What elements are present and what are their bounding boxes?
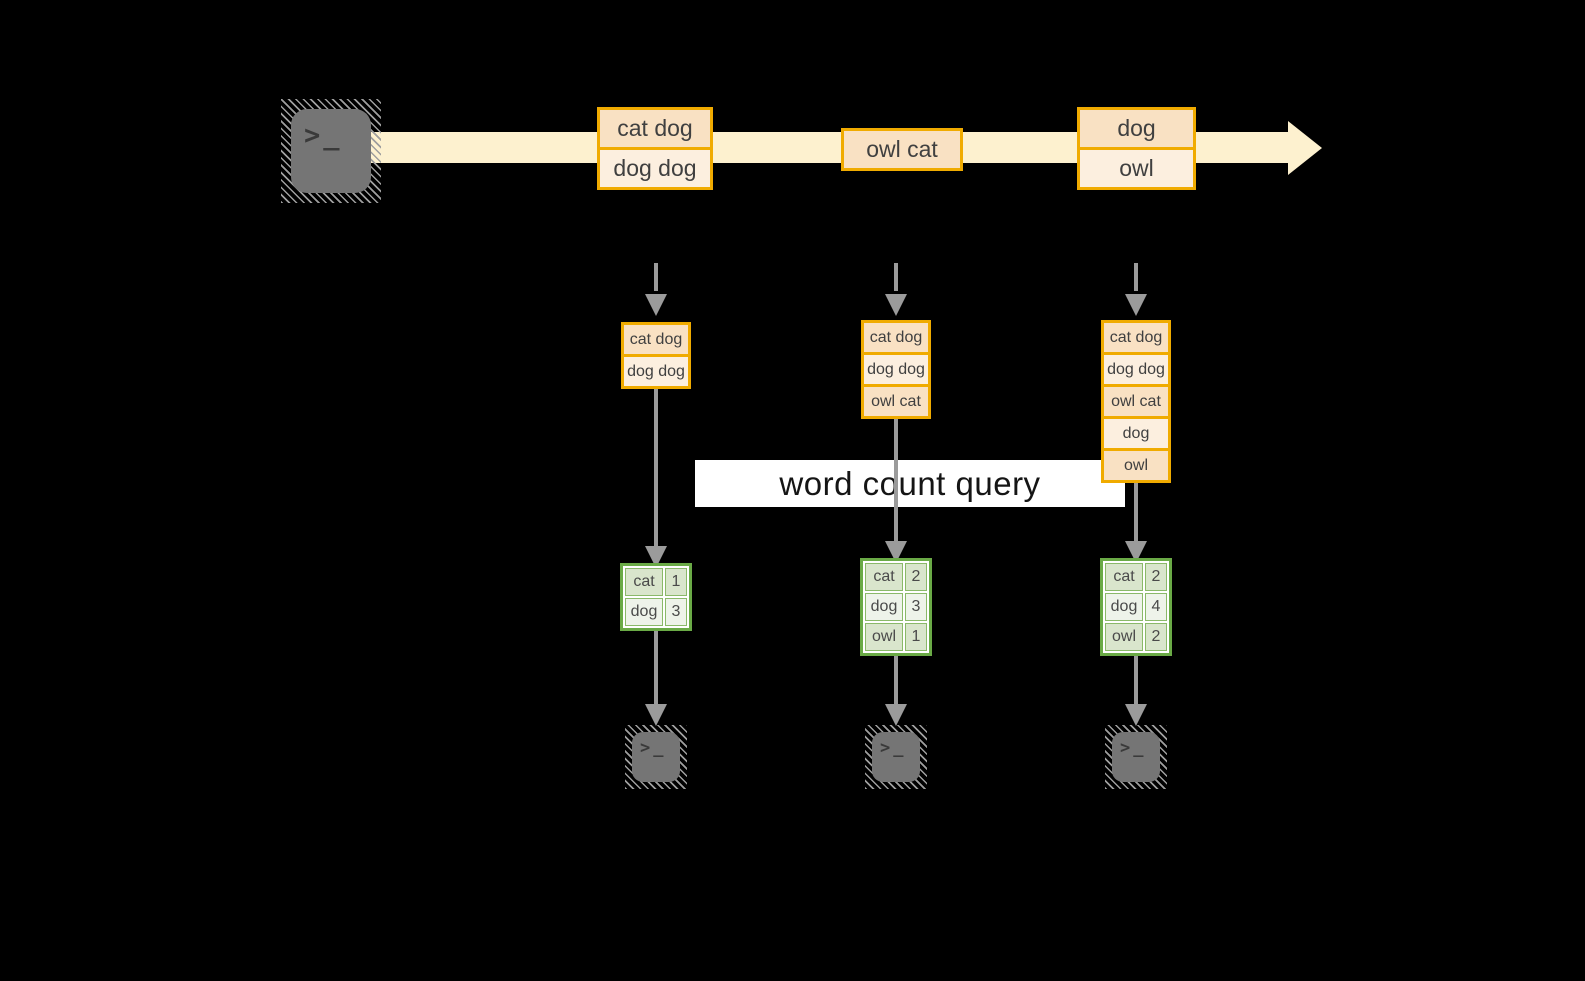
connector-line <box>654 389 658 546</box>
query-label: word count query <box>779 465 1041 502</box>
stack-row: owl <box>1104 448 1168 480</box>
sink-terminal-icon: >_ <box>625 725 687 789</box>
stream-record-row: dog <box>1080 110 1193 147</box>
connector-line <box>894 419 898 541</box>
stream-record-row: cat dog <box>600 110 710 147</box>
ingest-arrow-dash <box>654 263 658 291</box>
terminal-prompt-glyph: > <box>640 738 651 758</box>
stack-row: cat dog <box>1104 323 1168 352</box>
connector-line <box>894 656 898 704</box>
terminal-cursor-glyph: _ <box>893 738 904 758</box>
terminal-cursor-glyph: _ <box>653 738 664 758</box>
ingest-arrow-dash <box>1134 263 1138 291</box>
stack-row: dog <box>1104 416 1168 448</box>
record-stack: cat dog dog dog owl cat <box>861 320 931 419</box>
count-cell: 2 <box>1145 623 1167 651</box>
sink-terminal-icon: >_ <box>1105 725 1167 789</box>
stack-row: cat dog <box>864 323 928 352</box>
terminal-prompt-glyph: > <box>880 738 891 758</box>
stack-row: owl cat <box>1104 384 1168 416</box>
ingest-arrowhead-icon <box>1125 294 1147 316</box>
word-cell: owl <box>865 623 903 651</box>
ingest-arrow-dash <box>894 263 898 291</box>
wordcount-table: cat 2 dog 3 owl 1 <box>860 558 932 656</box>
ingest-arrowhead-icon <box>885 294 907 316</box>
query-label-box: word count query <box>695 460 1125 507</box>
stream-record: dog owl <box>1077 107 1196 190</box>
sink-terminal-icon: >_ <box>865 725 927 789</box>
connector-arrowhead-icon <box>885 541 907 563</box>
terminal-prompt-glyph: > <box>1120 738 1131 758</box>
source-terminal-icon: >_ <box>281 99 381 203</box>
count-cell: 1 <box>905 623 927 651</box>
wordcount-table: cat 2 dog 4 owl 2 <box>1100 558 1172 656</box>
stream-record-row: dog dog <box>600 147 710 187</box>
stream-record: cat dog dog dog <box>597 107 713 190</box>
word-cell: cat <box>865 563 903 591</box>
connector-arrowhead-icon <box>1125 541 1147 563</box>
stream-record-row: owl cat <box>844 131 960 168</box>
stack-row: dog dog <box>624 354 688 386</box>
count-cell: 3 <box>665 598 687 626</box>
record-stack: cat dog dog dog <box>621 322 691 389</box>
terminal-screen: >_ <box>291 109 371 193</box>
count-cell: 2 <box>1145 563 1167 591</box>
count-cell: 2 <box>905 563 927 591</box>
stream-arrow-head-icon <box>1288 121 1322 175</box>
record-stack: cat dog dog dog owl cat dog owl <box>1101 320 1171 483</box>
terminal-cursor-glyph: _ <box>1133 738 1144 758</box>
connector-line <box>1134 656 1138 704</box>
connector-line <box>1134 483 1138 541</box>
stack-row: dog dog <box>1104 352 1168 384</box>
wordcount-table: cat 1 dog 3 <box>620 563 692 631</box>
terminal-cursor-glyph: _ <box>323 120 340 151</box>
terminal-screen: >_ <box>1112 732 1160 782</box>
stream-record: owl cat <box>841 128 963 171</box>
word-cell: cat <box>625 568 663 596</box>
connector-arrowhead-icon <box>645 546 667 568</box>
terminal-screen: >_ <box>632 732 680 782</box>
count-cell: 3 <box>905 593 927 621</box>
connector-line <box>654 631 658 704</box>
word-cell: dog <box>625 598 663 626</box>
ingest-arrowhead-icon <box>645 294 667 316</box>
terminal-prompt-glyph: > <box>304 120 321 151</box>
connector-arrowhead-icon <box>885 704 907 726</box>
stack-row: owl cat <box>864 384 928 416</box>
connector-arrowhead-icon <box>645 704 667 726</box>
stream-record-row: owl <box>1080 147 1193 187</box>
word-cell: owl <box>1105 623 1143 651</box>
word-cell: dog <box>865 593 903 621</box>
word-cell: dog <box>1105 593 1143 621</box>
stack-row: cat dog <box>624 325 688 354</box>
connector-arrowhead-icon <box>1125 704 1147 726</box>
word-cell: cat <box>1105 563 1143 591</box>
terminal-screen: >_ <box>872 732 920 782</box>
count-cell: 4 <box>1145 593 1167 621</box>
stack-row: dog dog <box>864 352 928 384</box>
count-cell: 1 <box>665 568 687 596</box>
